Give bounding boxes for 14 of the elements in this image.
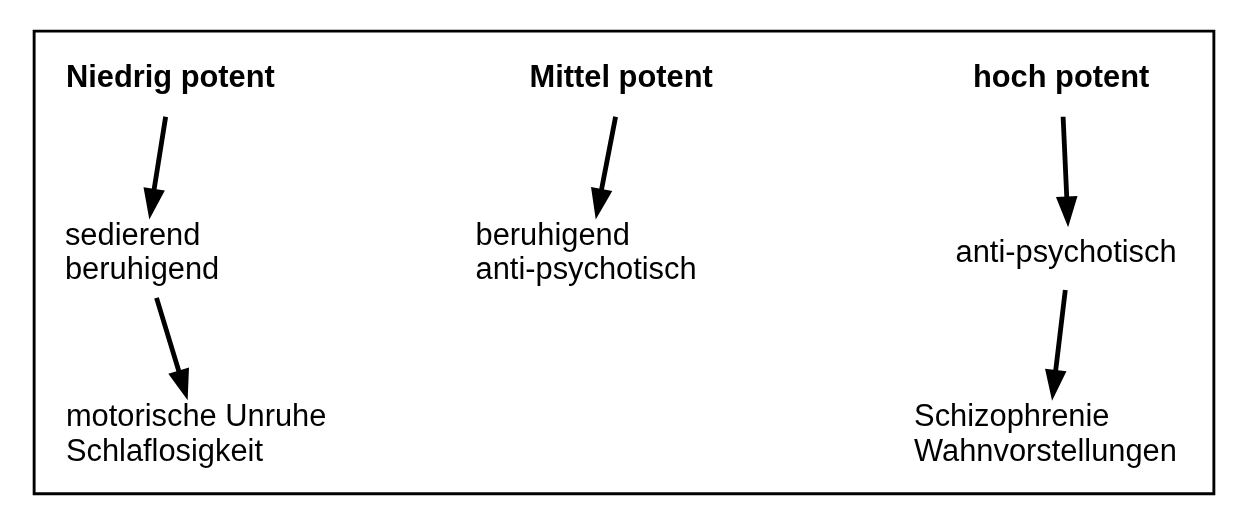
node-text: Niedrig potent xyxy=(65,58,275,94)
cluster xyxy=(32,29,1215,496)
arrow xyxy=(1055,116,1078,228)
node-text: beruhigend anti-psychotisch xyxy=(475,216,697,287)
node-text: sedierend beruhigend xyxy=(64,216,219,287)
node-text: hoch potent xyxy=(972,58,1149,94)
arrow xyxy=(1044,289,1068,401)
arrow xyxy=(590,116,618,220)
arrow xyxy=(143,116,168,220)
arrow xyxy=(153,297,189,401)
node-text: Schizophrenie Wahnvorstellungen xyxy=(913,397,1177,468)
node-text: motorische Unruhe Schlaflosigkeit xyxy=(65,397,326,468)
node-text: Mittel potent xyxy=(529,58,713,94)
node-text: anti-psychotisch xyxy=(955,234,1177,270)
